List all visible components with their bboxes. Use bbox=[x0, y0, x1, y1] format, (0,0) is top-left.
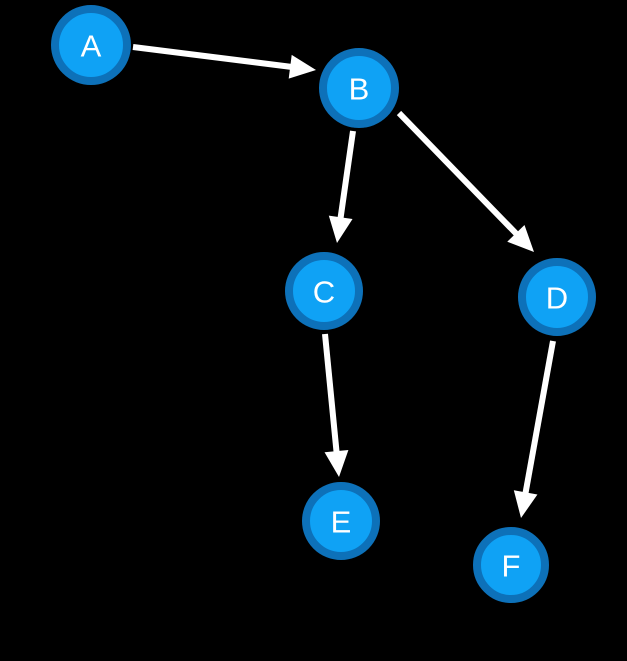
edge-line-b-c bbox=[337, 130, 356, 222]
edge-c-e[interactable] bbox=[322, 333, 349, 477]
arrowhead-a-b bbox=[288, 54, 316, 79]
node-circle-d bbox=[518, 258, 596, 336]
edge-line-c-e bbox=[322, 333, 340, 456]
edge-a-b[interactable] bbox=[132, 44, 316, 79]
graph-node-b[interactable]: B bbox=[319, 48, 399, 128]
node-circle-f bbox=[473, 527, 549, 603]
graph-node-e[interactable]: E bbox=[302, 482, 380, 560]
edge-b-c[interactable] bbox=[328, 130, 356, 243]
arrowhead-c-e bbox=[324, 449, 349, 477]
graph-node-c[interactable]: C bbox=[285, 252, 363, 330]
arrowhead-b-c bbox=[328, 215, 353, 243]
node-circle-a bbox=[51, 5, 131, 85]
node-circle-e bbox=[302, 482, 380, 560]
edge-line-d-f bbox=[521, 340, 556, 497]
node-circle-b bbox=[319, 48, 399, 128]
edge-d-f[interactable] bbox=[513, 340, 556, 518]
edges-layer bbox=[132, 44, 556, 518]
edge-b-d[interactable] bbox=[396, 110, 534, 252]
edge-line-b-d bbox=[396, 110, 521, 239]
arrowhead-b-d bbox=[507, 224, 534, 252]
node-circle-c bbox=[285, 252, 363, 330]
edge-line-a-b bbox=[132, 44, 295, 71]
arrowhead-d-f bbox=[513, 490, 538, 518]
graph-node-a[interactable]: A bbox=[51, 5, 131, 85]
nodes-layer: A B C D E F bbox=[51, 5, 596, 603]
graph-node-f[interactable]: F bbox=[473, 527, 549, 603]
graph-node-d[interactable]: D bbox=[518, 258, 596, 336]
